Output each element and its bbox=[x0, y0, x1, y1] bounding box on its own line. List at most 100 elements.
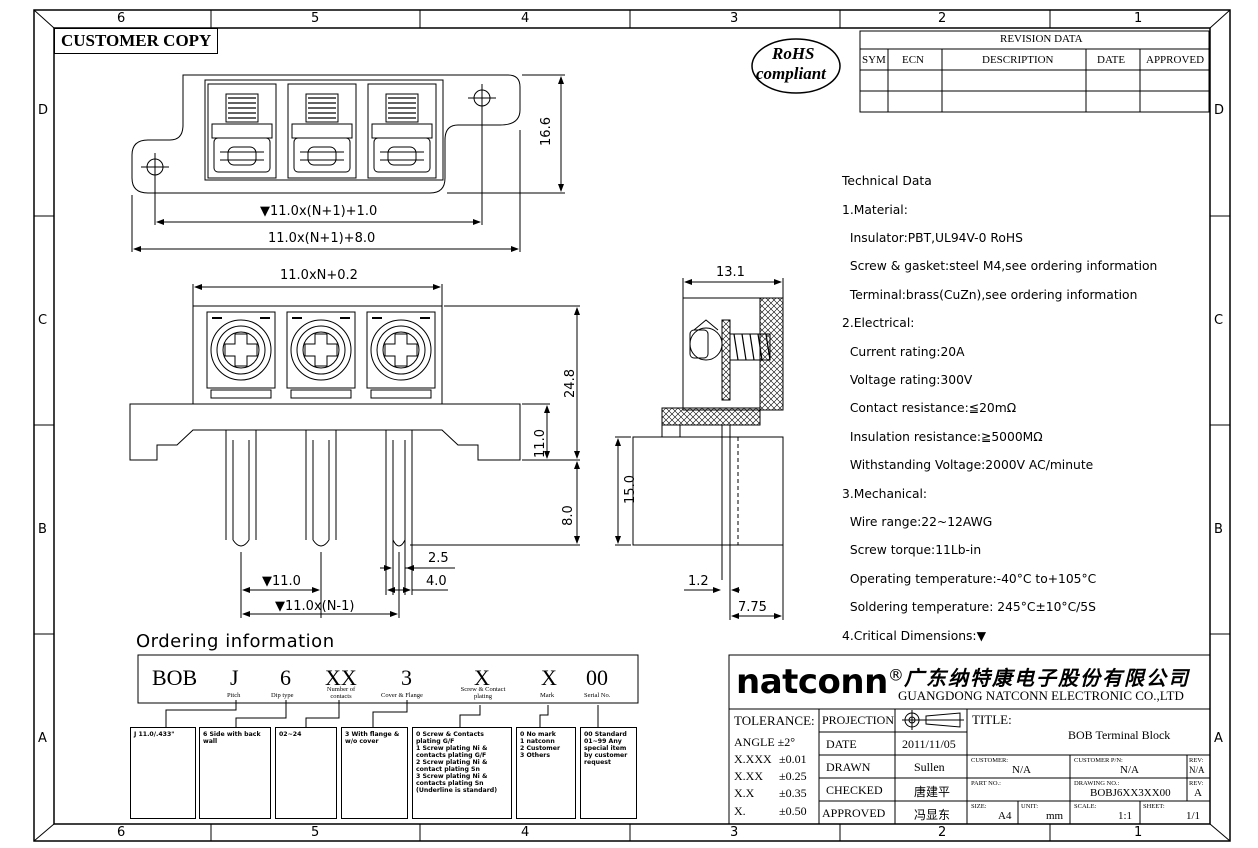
rohs-ellipse bbox=[751, 38, 841, 94]
tolerance-value: ±0.35 bbox=[779, 786, 807, 800]
tech-line: Voltage rating:300V bbox=[842, 373, 973, 388]
revision-table-lines bbox=[859, 30, 1210, 113]
tech-line: Current rating:20A bbox=[842, 344, 965, 359]
tech-line: Withstanding Voltage:2000V AC/minute bbox=[842, 458, 1094, 473]
tech-line: Insulator:PBT,UL94V-0 RoHS bbox=[842, 231, 1023, 246]
order-code: 3 bbox=[401, 665, 412, 690]
order-code: J bbox=[230, 665, 239, 690]
front-view bbox=[129, 284, 580, 618]
tech-line: Technical Data bbox=[842, 174, 932, 189]
tolerance-key: X.XXX bbox=[734, 752, 772, 766]
order-label: Dip type bbox=[271, 692, 294, 699]
part-no-label: PART NO.: bbox=[971, 780, 1001, 787]
col-label: 6 bbox=[117, 11, 126, 26]
col-label: 2 bbox=[938, 825, 947, 840]
tech-line: Wire range:22~12AWG bbox=[842, 515, 993, 530]
company-name-cn: 广东纳特康电子股份有限公司 bbox=[904, 668, 1190, 690]
order-code: 00 bbox=[586, 665, 608, 690]
rev-value: A bbox=[1194, 787, 1202, 799]
dim-side-pin: 1.2 bbox=[688, 574, 709, 589]
order-option-box: J 11.0/.433" bbox=[130, 727, 196, 819]
customer-label: CUSTOMER: bbox=[971, 757, 1009, 764]
company-name-en: GUANGDONG NATCONN ELECTRONIC CO.,LTD bbox=[898, 688, 1184, 703]
dim-side-height: 15.0 bbox=[622, 475, 638, 504]
tolerance-angle: ANGLE ±2° bbox=[734, 735, 796, 749]
approved-label: APPROVED bbox=[822, 806, 886, 820]
projection-label: PROJECTION bbox=[822, 713, 895, 727]
drawing-no-value: BOBJ6XX3XX00 bbox=[1090, 787, 1171, 799]
sheet-label: SHEET: bbox=[1143, 803, 1165, 810]
tolerance-value: ±0.25 bbox=[779, 769, 807, 783]
col-label: 4 bbox=[521, 11, 530, 26]
unit-value: mm bbox=[1046, 810, 1064, 822]
dim-top-outer: 11.0x(N+1)+8.0 bbox=[268, 231, 376, 246]
checked-value: 唐建平 bbox=[914, 785, 951, 799]
ordering-heading: Ordering information bbox=[136, 631, 335, 652]
title-label: TITLE: bbox=[972, 712, 1012, 727]
dim-front-width: 11.0xN+0.2 bbox=[280, 268, 358, 283]
rev-label: REV: bbox=[1189, 780, 1204, 787]
title-value: BOB Terminal Block bbox=[1068, 728, 1171, 742]
tech-line: 3.Mechanical: bbox=[842, 486, 928, 501]
col-label: 1 bbox=[1134, 825, 1143, 840]
customer-value: N/A bbox=[1012, 764, 1031, 776]
tolerance-value: ±0.50 bbox=[779, 804, 807, 818]
col-label: 3 bbox=[730, 825, 739, 840]
order-code: 6 bbox=[280, 665, 291, 690]
ordering-connectors bbox=[137, 654, 639, 727]
drawn-label: DRAWN bbox=[826, 760, 871, 774]
tolerance-key: X. bbox=[734, 804, 746, 818]
titleblock-lines bbox=[728, 654, 1211, 825]
row-label: B bbox=[1214, 522, 1223, 537]
dim-top-height: 16.6 bbox=[538, 117, 554, 146]
revision-header-description: DESCRIPTION bbox=[982, 54, 1054, 66]
order-label: Cover & Flange bbox=[381, 692, 423, 699]
row-label: D bbox=[38, 103, 49, 118]
col-label: 4 bbox=[521, 825, 530, 840]
tech-line: Operating temperature:-40°C to+105°C bbox=[842, 571, 1097, 586]
order-label: Screw & Contact plating bbox=[460, 686, 506, 700]
row-label: C bbox=[38, 313, 48, 328]
rohs-line1: RoHS bbox=[772, 44, 815, 63]
dim-front-pin: 8.0 bbox=[560, 505, 576, 526]
tolerance-key: X.X bbox=[734, 786, 755, 800]
top-view bbox=[131, 74, 565, 252]
date-label: DATE bbox=[826, 737, 857, 751]
tech-line: 4.Critical Dimensions:▼ bbox=[842, 628, 987, 643]
rohs-line2: compliant bbox=[756, 64, 826, 83]
tech-line: Screw & gasket:steel M4,see ordering inf… bbox=[842, 259, 1158, 274]
order-code: X bbox=[474, 665, 490, 690]
dim-side-total: 7.75 bbox=[738, 600, 767, 615]
rev-value: N/A bbox=[1189, 765, 1205, 775]
tolerance-value: ±0.01 bbox=[779, 752, 807, 766]
revision-header-date: DATE bbox=[1097, 54, 1126, 66]
tolerance-key: X.XX bbox=[734, 769, 763, 783]
frame bbox=[33, 9, 1231, 842]
dim-pin-gap: 4.0 bbox=[426, 574, 447, 589]
revision-header-ecn: ECN bbox=[902, 54, 924, 66]
tech-line: Terminal:brass(CuZn),see ordering inform… bbox=[842, 287, 1138, 302]
drawn-value: Sullen bbox=[914, 760, 945, 774]
order-label: Mark bbox=[540, 692, 555, 699]
tolerance-label: TOLERANCE: bbox=[734, 713, 815, 728]
dim-pitch-total: ▼11.0x(N-1) bbox=[275, 599, 355, 614]
row-label: A bbox=[1214, 731, 1223, 746]
order-option-box: 00 Standard 01~99 Any special item by cu… bbox=[580, 727, 637, 819]
customer-copy-label: CUSTOMER COPY bbox=[54, 28, 219, 54]
side-view bbox=[615, 278, 784, 620]
revision-header-approved: APPROVED bbox=[1146, 54, 1205, 66]
rev-label: REV: bbox=[1189, 757, 1204, 764]
tech-line: Screw torque:11Lb-in bbox=[842, 543, 982, 558]
brand-registered-mark: ® bbox=[887, 665, 904, 685]
revision-title: REVISION DATA bbox=[1000, 33, 1083, 45]
col-label: 1 bbox=[1134, 11, 1143, 26]
order-code: XX bbox=[325, 665, 357, 690]
tech-line: 2.Electrical: bbox=[842, 316, 915, 331]
dim-side-width: 13.1 bbox=[716, 265, 745, 280]
row-label: D bbox=[1214, 103, 1225, 118]
tech-line: Contact resistance:≦20mΩ bbox=[842, 401, 1017, 416]
order-option-box: 6 Side with back wall bbox=[199, 727, 271, 819]
scale-value: 1:1 bbox=[1118, 810, 1133, 822]
